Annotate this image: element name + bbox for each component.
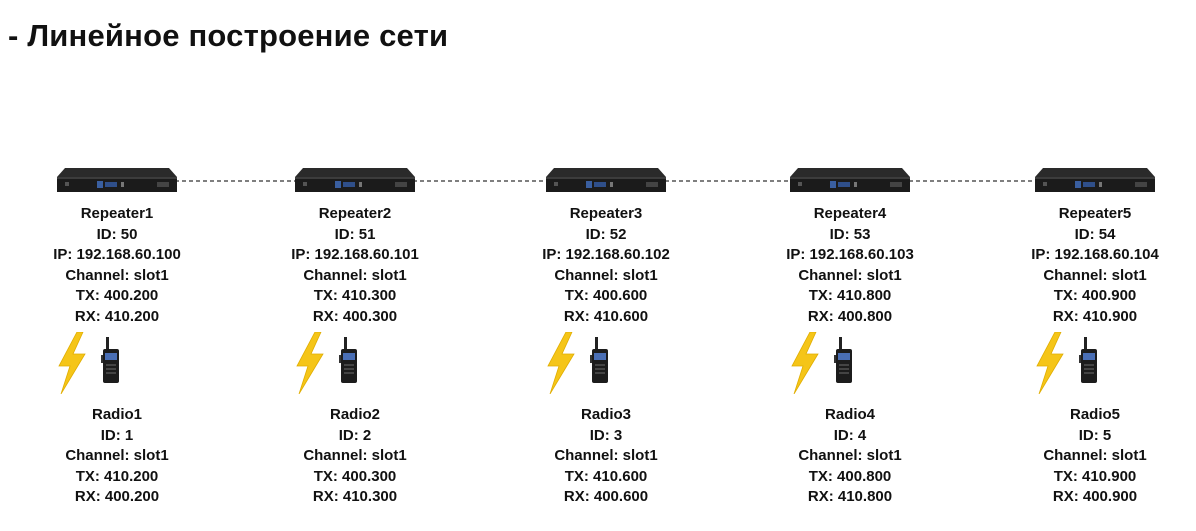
repeater-rx: RX: 400.300 (312, 307, 398, 325)
radio-name: Radio3 (580, 406, 631, 423)
radio-channel: Channel: slot1 (798, 447, 902, 464)
repeater-id: ID: 54 (1074, 225, 1116, 243)
repeater-icon (57, 168, 177, 192)
page-title: - Линейное построение сети (8, 18, 449, 53)
repeater-channel: Channel: slot1 (554, 266, 658, 284)
repeater-ip: IP: 192.168.60.104 (1031, 246, 1159, 263)
repeater-ip: IP: 192.168.60.100 (53, 246, 181, 263)
radio-icon (339, 337, 357, 383)
repeater-id: ID: 53 (829, 225, 871, 243)
repeater-info: Repeater5 ID: 54 IP: 192.168.60.104 Chan… (985, 204, 1196, 327)
repeater-name: Repeater1 (80, 205, 154, 222)
radio-name: Radio1 (91, 406, 142, 423)
repeater-channel: Channel: slot1 (65, 266, 169, 284)
radio-channel: Channel: slot1 (554, 447, 658, 464)
repeater-name: Repeater5 (1058, 205, 1132, 222)
radio-channel: Channel: slot1 (303, 447, 407, 464)
repeater-info: Repeater4 ID: 53 IP: 192.168.60.103 Chan… (740, 204, 960, 327)
repeater-icon (546, 168, 666, 192)
radio-tx: TX: 400.300 (313, 467, 397, 485)
repeater-channel: Channel: slot1 (1043, 266, 1147, 284)
radio-icon (590, 337, 608, 383)
repeater-name: Repeater2 (318, 205, 392, 222)
repeater-rx: RX: 410.900 (1052, 307, 1138, 325)
repeater-tx: TX: 410.800 (808, 287, 892, 304)
repeater-info: Repeater3 ID: 52 IP: 192.168.60.102 Chan… (496, 204, 716, 327)
radio-rx: RX: 400.600 (563, 488, 649, 505)
radio-info: Radio3 ID: 3 Channel: slot1 TX: 410.600 … (496, 405, 716, 508)
radio-tx: TX: 410.600 (564, 467, 648, 485)
repeater-ip: IP: 192.168.60.101 (291, 246, 419, 263)
radio-tx: TX: 410.900 (1053, 467, 1137, 485)
repeater-ip: IP: 192.168.60.102 (542, 246, 670, 263)
repeater-icon (295, 168, 415, 192)
repeater-name: Repeater4 (813, 205, 887, 222)
radio-id: ID: 5 (1078, 426, 1112, 444)
repeater-icon (790, 168, 910, 192)
repeater-id: ID: 50 (96, 225, 138, 243)
radio-rx: RX: 400.900 (1052, 488, 1138, 505)
repeater-name: Repeater3 (569, 205, 643, 222)
repeater-info: Repeater1 ID: 50 IP: 192.168.60.100 Chan… (7, 204, 227, 327)
radio-info: Radio4 ID: 4 Channel: slot1 TX: 400.800 … (740, 405, 960, 508)
radio-icon (1079, 337, 1097, 383)
radio-channel: Channel: slot1 (1043, 447, 1147, 464)
repeater-tx: TX: 400.200 (75, 287, 159, 304)
radio-tx: TX: 400.800 (808, 467, 892, 485)
radio-icon (101, 337, 119, 383)
lightning-icon (547, 332, 575, 394)
radio-id: ID: 4 (833, 426, 867, 444)
repeater-rx: RX: 410.600 (563, 307, 649, 325)
radio-info: Radio1 ID: 1 Channel: slot1 TX: 410.200 … (7, 405, 227, 508)
radio-id: ID: 3 (589, 426, 623, 444)
radio-rx: RX: 400.200 (74, 488, 160, 505)
radio-name: Radio2 (329, 406, 380, 423)
repeater-rx: RX: 410.200 (74, 307, 160, 325)
repeater-ip: IP: 192.168.60.103 (786, 246, 914, 263)
lightning-icon (1036, 332, 1064, 394)
repeater-channel: Channel: slot1 (798, 266, 902, 284)
repeater-icon (1035, 168, 1155, 192)
radio-name: Radio5 (1069, 406, 1120, 423)
repeater-tx: TX: 400.900 (1053, 287, 1137, 304)
radio-info: Radio5 ID: 5 Channel: slot1 TX: 410.900 … (985, 405, 1196, 508)
radio-icon (834, 337, 852, 383)
lightning-icon (58, 332, 86, 394)
repeater-id: ID: 52 (585, 225, 627, 243)
repeater-channel: Channel: slot1 (303, 266, 407, 284)
repeater-rx: RX: 400.800 (807, 307, 893, 325)
repeater-info: Repeater2 ID: 51 IP: 192.168.60.101 Chan… (245, 204, 465, 327)
lightning-icon (296, 332, 324, 394)
radio-rx: RX: 410.300 (312, 488, 398, 505)
radio-id: ID: 2 (338, 426, 372, 444)
radio-tx: TX: 410.200 (75, 467, 159, 485)
repeater-tx: TX: 400.600 (564, 287, 648, 304)
lightning-icon (791, 332, 819, 394)
radio-rx: RX: 410.800 (807, 488, 893, 505)
repeater-tx: TX: 410.300 (313, 287, 397, 304)
radio-channel: Channel: slot1 (65, 447, 169, 464)
radio-info: Radio2 ID: 2 Channel: slot1 TX: 400.300 … (245, 405, 465, 508)
radio-id: ID: 1 (100, 426, 134, 444)
radio-name: Radio4 (824, 406, 875, 423)
repeater-id: ID: 51 (334, 225, 376, 243)
